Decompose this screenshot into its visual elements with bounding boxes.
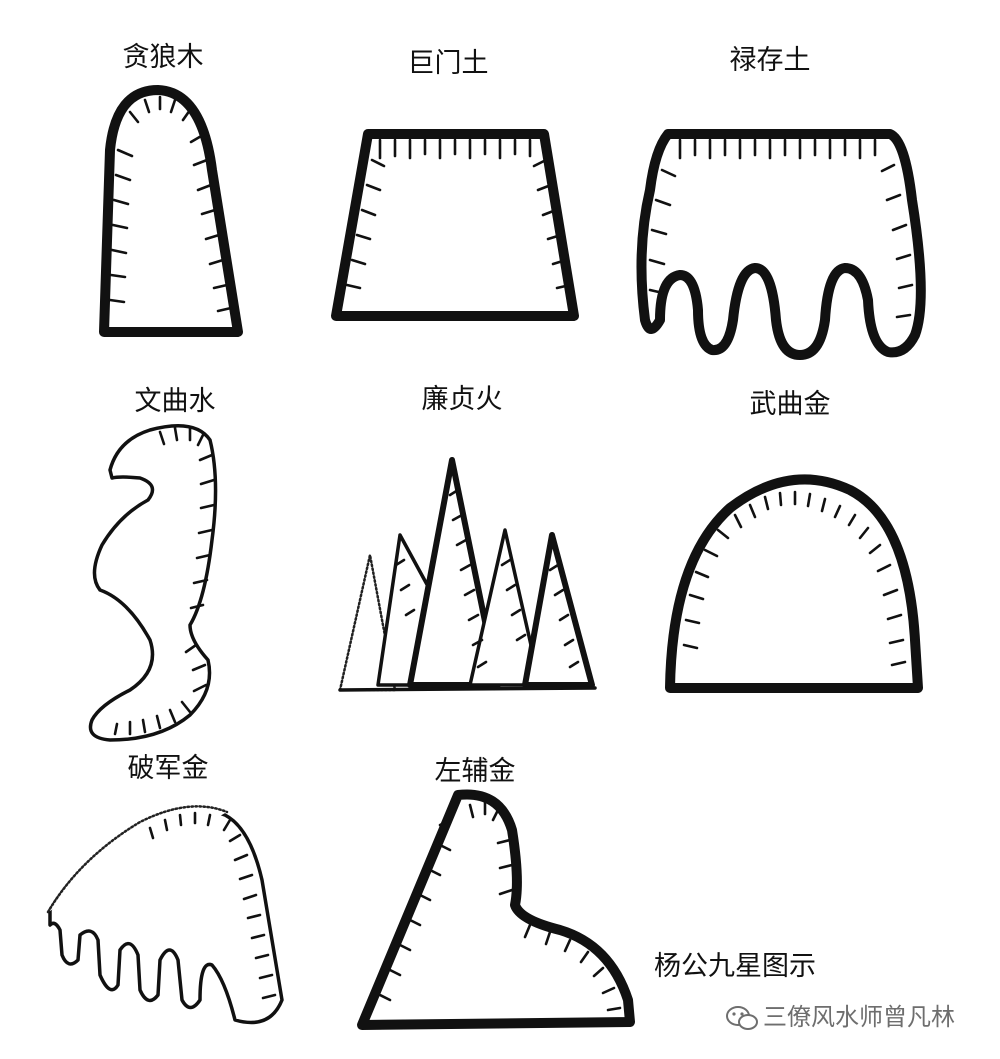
shape-wenqu-shui xyxy=(88,424,218,742)
label-zuofu-jin: 左辅金 xyxy=(435,756,516,787)
watermark: 三僚风水师曾凡林 xyxy=(726,1003,955,1031)
label-pojun-jin: 破军金 xyxy=(128,753,209,784)
shape-pojun-jin xyxy=(46,805,284,1025)
label-wenqu-shui: 文曲水 xyxy=(135,386,216,417)
label-tanlang-mu: 贪狼木 xyxy=(123,42,204,73)
shape-tanlang-mu xyxy=(99,85,243,337)
shape-lianzhen-huo xyxy=(338,457,597,692)
label-wuqu-jin: 武曲金 xyxy=(750,389,831,420)
label-jumen-tu: 巨门土 xyxy=(408,48,489,79)
wechat-icon xyxy=(726,1006,758,1030)
shape-jumen-tu xyxy=(331,129,579,321)
label-lianzhen-huo: 廉贞火 xyxy=(422,384,503,415)
watermark-text: 三僚风水师曾凡林 xyxy=(763,1003,955,1031)
shape-lucun-tu xyxy=(636,129,926,360)
label-lucun-tu: 禄存土 xyxy=(730,45,811,76)
shape-wuqu-jin xyxy=(665,474,923,693)
diagram-caption: 杨公九星图示 xyxy=(654,951,816,982)
shape-zuofu-jin xyxy=(357,789,635,1030)
